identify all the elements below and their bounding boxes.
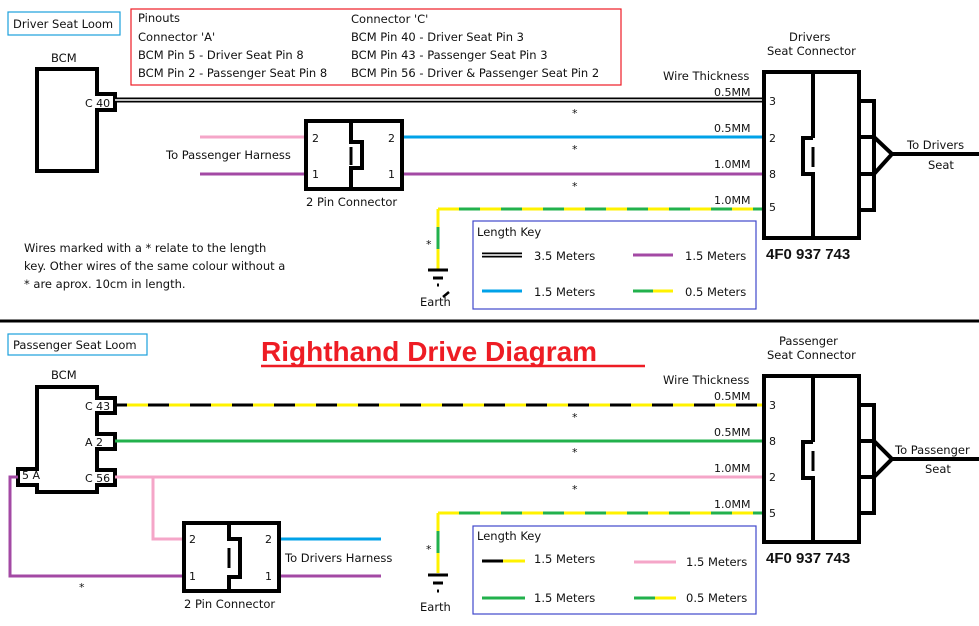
passenger-bcm-block — [16, 385, 117, 494]
passenger-loom-label: Passenger Seat Loom — [13, 338, 137, 352]
passenger-bcm-pin: 5 A — [22, 469, 40, 482]
passenger-bcm-pin: C 43 — [85, 400, 110, 413]
note-line: key. Other wires of the same colour with… — [24, 259, 285, 273]
driver-bcm-block — [35, 67, 117, 173]
length-asterisk: * — [572, 107, 578, 120]
pin-number: 2 — [312, 132, 319, 145]
length-key-title: Length Key — [477, 225, 541, 239]
pinouts-box — [130, 8, 622, 86]
connector-a-label: Connector 'A' — [138, 30, 215, 44]
wire-thickness-label: Wire Thickness — [663, 69, 749, 83]
key-length: 3.5 Meters — [534, 249, 595, 263]
diagram-title: Righthand Drive Diagram — [261, 336, 597, 367]
to-passenger-seat-label: To Passenger — [894, 443, 970, 457]
driver-earth-label: Earth — [420, 295, 451, 309]
to-drivers-seat-label: To Drivers — [906, 138, 964, 152]
pinout-c-line: BCM Pin 56 - Driver & Passenger Seat Pin… — [351, 66, 599, 80]
length-asterisk: * — [572, 446, 578, 459]
pin-number: 1 — [388, 168, 395, 181]
length-asterisk: * — [426, 543, 432, 556]
driver-bcm-pin: C 40 — [85, 97, 110, 110]
wire-thickness: 1.0MM — [714, 498, 750, 511]
seat-pin-number: 2 — [769, 132, 776, 145]
pin-number: 2 — [189, 533, 196, 546]
earth-icon — [428, 573, 448, 593]
length-key-title: Length Key — [477, 529, 541, 543]
wire-thickness-label: Wire Thickness — [663, 373, 749, 387]
earth-icon — [428, 268, 450, 298]
key-length: 1.5 Meters — [686, 555, 747, 569]
pin-number: 1 — [189, 570, 196, 583]
key-length: 1.5 Meters — [685, 249, 746, 263]
passenger-branch-wire-purple — [8, 475, 183, 578]
pinout-a-line: BCM Pin 2 - Passenger Seat Pin 8 — [138, 66, 327, 80]
key-length: 1.5 Meters — [534, 552, 595, 566]
pinouts-heading: Pinouts — [138, 11, 180, 25]
passenger-bcm-label: BCM — [51, 368, 77, 382]
seat-pin-number: 8 — [769, 168, 776, 181]
wire-thickness: 1.0MM — [714, 462, 750, 475]
seat-pin-number: 2 — [769, 471, 776, 484]
note-line: * are aprox. 10cm in length. — [24, 277, 186, 291]
driver-loom-label-box — [7, 11, 121, 36]
wire-thickness: 0.5MM — [714, 86, 750, 99]
length-asterisk: * — [572, 483, 578, 496]
driver-wire-pin5-earth — [436, 207, 764, 269]
pin-number: 1 — [265, 570, 272, 583]
length-asterisk: * — [572, 411, 578, 424]
seat-pin-number: 3 — [769, 95, 776, 108]
driver-seat-connector — [762, 70, 979, 240]
key-length: 0.5 Meters — [686, 591, 747, 605]
length-asterisk: * — [79, 581, 85, 594]
passenger-connector-title: Passenger — [779, 334, 838, 348]
driver-loom-label: Driver Seat Loom — [13, 17, 113, 31]
wire-thickness: 0.5MM — [714, 390, 750, 403]
passenger-loom-label-box — [7, 333, 148, 356]
length-asterisk: * — [572, 180, 578, 193]
driver-connector-title: Drivers — [789, 30, 830, 44]
key-length: 1.5 Meters — [534, 285, 595, 299]
pin-number: 1 — [312, 168, 319, 181]
key-length: 0.5 Meters — [685, 285, 746, 299]
to-passenger-harness-label: To Passenger Harness — [165, 148, 291, 162]
connector-c-label: Connector 'C' — [351, 12, 428, 26]
pin-number: 2 — [388, 132, 395, 145]
driver-connector-title: Seat Connector — [767, 44, 856, 58]
pinout-c-line: BCM Pin 40 - Driver Seat Pin 3 — [351, 30, 524, 44]
pinout-c-line: BCM Pin 43 - Passenger Seat Pin 3 — [351, 48, 548, 62]
to-drivers-seat-label: Seat — [928, 158, 954, 172]
driver-bcm-label: BCM — [51, 51, 77, 65]
passenger-wire-pin5-earth — [436, 511, 764, 573]
passenger-earth-label: Earth — [420, 600, 451, 614]
driver-two-pin-label: 2 Pin Connector — [306, 195, 397, 209]
seat-pin-number: 8 — [769, 435, 776, 448]
seat-pin-number: 3 — [769, 399, 776, 412]
pinout-a-line: BCM Pin 5 - Driver Seat Pin 8 — [138, 48, 304, 62]
seat-pin-number: 5 — [769, 201, 776, 214]
passenger-connector-title: Seat Connector — [767, 348, 856, 362]
length-asterisk: * — [426, 238, 432, 251]
driver-part-number: 4F0 937 743 — [766, 246, 850, 263]
passenger-seat-connector — [762, 374, 979, 544]
key-length: 1.5 Meters — [534, 591, 595, 605]
passenger-two-pin-connector — [182, 521, 281, 593]
passenger-two-pin-label: 2 Pin Connector — [184, 597, 275, 611]
driver-two-pin-connector — [304, 119, 404, 191]
passenger-branch-wire-pink — [151, 477, 183, 541]
wire-thickness: 1.0MM — [714, 194, 750, 207]
passenger-part-number: 4F0 937 743 — [766, 550, 850, 567]
to-passenger-seat-label: Seat — [925, 462, 951, 476]
wire-thickness: 0.5MM — [714, 122, 750, 135]
wire-thickness: 0.5MM — [714, 426, 750, 439]
wire-thickness: 1.0MM — [714, 158, 750, 171]
driver-length-key — [472, 220, 757, 310]
seat-pin-number: 5 — [769, 507, 776, 520]
pin-number: 2 — [265, 533, 272, 546]
note-line: Wires marked with a * relate to the leng… — [24, 241, 266, 255]
passenger-bcm-pin: C 56 — [85, 472, 110, 485]
to-drivers-harness-label: To Drivers Harness — [284, 551, 392, 565]
passenger-bcm-pin: A 2 — [85, 436, 103, 449]
length-asterisk: * — [572, 143, 578, 156]
